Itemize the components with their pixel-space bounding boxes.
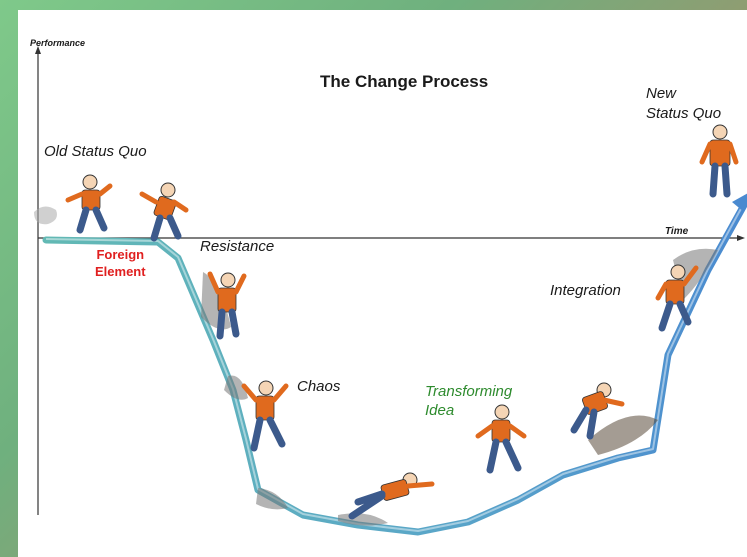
label-new-status-quo-line1: New xyxy=(646,85,677,102)
person-standing-figure xyxy=(699,124,739,198)
slide: Performance Time The Change Process Old … xyxy=(18,10,747,557)
person-clinging-figure xyxy=(207,271,247,340)
label-transforming-idea-line2: Idea xyxy=(425,402,455,419)
x-axis-label: Time xyxy=(665,226,689,237)
label-chaos: Chaos xyxy=(297,378,341,395)
label-resistance: Resistance xyxy=(200,238,275,255)
person-crawling-figure xyxy=(348,472,435,520)
label-new-status-quo: New Status Quo xyxy=(646,84,721,124)
y-axis-label: Performance xyxy=(30,38,86,48)
label-foreign-element-line2: Element xyxy=(95,264,146,279)
change-process-diagram xyxy=(34,46,747,536)
y-axis-arrow-icon xyxy=(35,46,41,54)
change-curve-highlight xyxy=(45,204,744,532)
label-transforming-idea-line1: Transforming xyxy=(425,383,513,400)
label-new-status-quo-line2: Status Quo xyxy=(646,105,722,122)
label-integration: Integration xyxy=(550,282,621,299)
label-foreign-element-line1: Foreign xyxy=(96,247,145,262)
curve-arrowhead-icon xyxy=(732,193,747,212)
label-foreign-element: Foreign Element xyxy=(95,246,146,280)
diagram-title: The Change Process xyxy=(320,72,489,91)
person-idea-figure xyxy=(475,404,527,474)
label-old-status-quo: Old Status Quo xyxy=(44,143,147,160)
person-climbing-figure xyxy=(655,264,699,332)
person-pushing-figure xyxy=(570,382,625,440)
person-stumbling-figure xyxy=(139,182,189,242)
change-curve xyxy=(42,194,747,536)
label-transforming-idea: Transforming Idea xyxy=(425,382,512,420)
x-axis-arrow-icon xyxy=(737,235,745,241)
person-walking-figure xyxy=(65,174,113,234)
person-panicking-figure xyxy=(241,380,289,452)
